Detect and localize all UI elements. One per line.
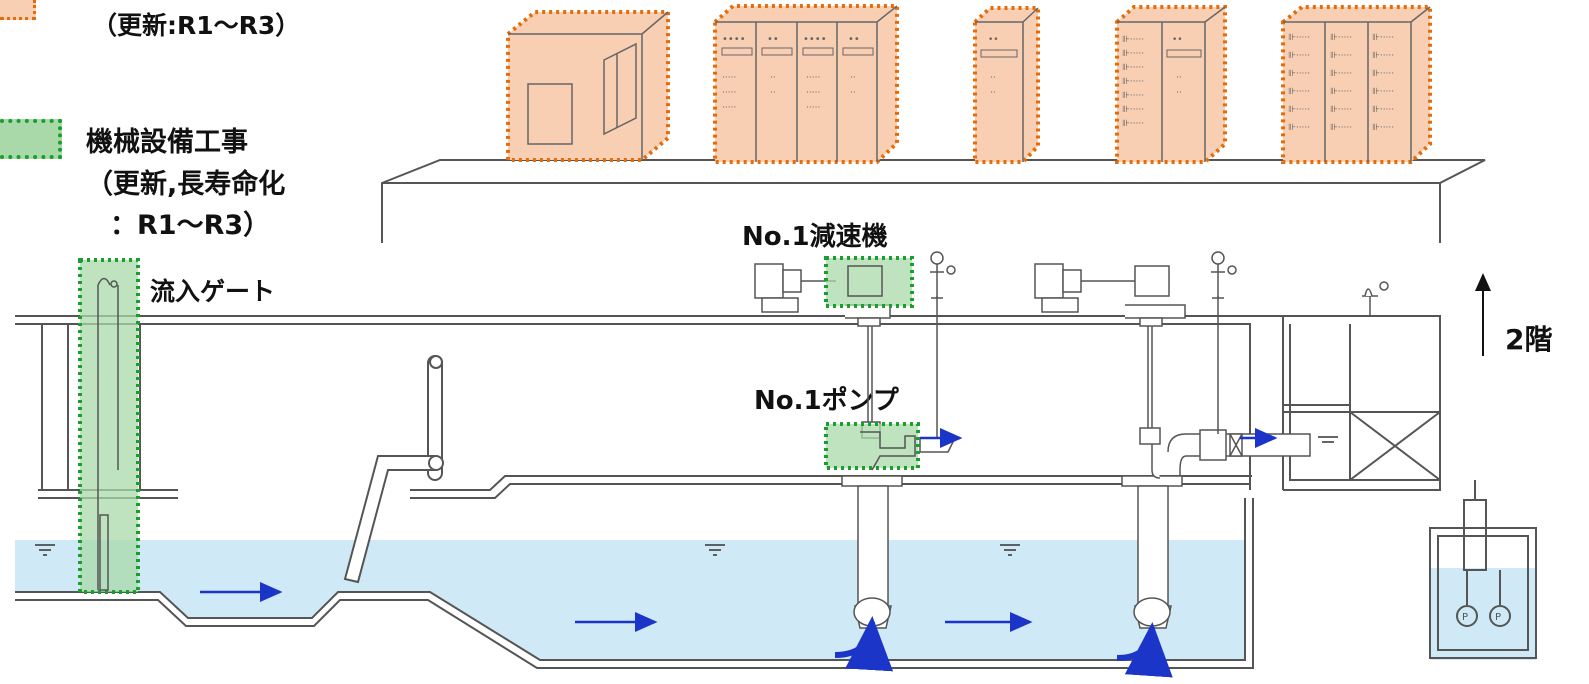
svg-text:••: •• (767, 34, 779, 45)
reducer-label: No.1減速機 (742, 222, 888, 252)
electrical-cabinet-5: ⊪····· ⊪····· ⊪····· ⊪····· ⊪····· ⊪····· ⊪·… (1281, 5, 1432, 164)
svg-text:⊪·····: ⊪····· (1122, 35, 1144, 45)
upper-floor-platform (381, 159, 1486, 243)
svg-text:·····: ····· (722, 73, 736, 83)
screen-gate (343, 355, 444, 584)
svg-text:P: P (1495, 612, 1501, 623)
legend-mechanical-line2: ：R1～R3） (110, 210, 271, 241)
svg-text:••••: •••• (722, 34, 746, 45)
svg-text:••: •• (848, 34, 860, 45)
svg-text:⊪·····: ⊪····· (1372, 33, 1394, 43)
svg-text:⊪·····: ⊪····· (1330, 87, 1352, 97)
svg-text:••: •• (1172, 35, 1183, 45)
svg-text:··: ·· (770, 73, 776, 83)
sump-tank: P P (1429, 480, 1537, 659)
svg-text:⊪·····: ⊪····· (1122, 91, 1144, 101)
water-level-markers (35, 436, 1338, 556)
svg-text:⊪·····: ⊪····· (1330, 51, 1352, 61)
svg-text:·····: ····· (806, 103, 820, 113)
svg-text:··: ·· (990, 73, 996, 83)
legend-mechanical-title: 機械設備工事 (86, 127, 248, 158)
svg-text:⊪·····: ⊪····· (1330, 123, 1352, 133)
electrical-cabinet-4: ⊪····· ⊪····· ⊪····· ⊪····· ⊪····· ⊪····… (1115, 5, 1227, 164)
svg-text:⊪·····: ⊪····· (1122, 105, 1144, 115)
svg-text:⊪·····: ⊪····· (1288, 123, 1310, 133)
legend-mechanical-line1: （更新,長寿命化 (86, 169, 286, 200)
svg-text:··: ·· (770, 88, 776, 98)
inlet-gate (97, 277, 119, 591)
svg-text:⊪·····: ⊪····· (1372, 123, 1394, 133)
svg-text:··: ·· (990, 88, 996, 98)
electrical-cabinet-2: •••• •• •••• •• ····· ····· ····· ·· ·· … (713, 4, 899, 164)
legend-swatch-electrical (0, 0, 36, 20)
floor-label: 2階 (1505, 323, 1553, 356)
svg-text:⊪·····: ⊪····· (1330, 69, 1352, 79)
svg-text:⊪·····: ⊪····· (1372, 69, 1394, 79)
svg-text:⊪·····: ⊪····· (1372, 51, 1394, 61)
legend-electrical-subtitle: （更新:R1～R3） (92, 11, 301, 40)
svg-text:⊪·····: ⊪····· (1122, 63, 1144, 73)
electrical-cabinet-3: •• ·· ·· (973, 6, 1040, 164)
legend-swatch-mechanical (0, 119, 62, 159)
svg-text:P: P (1462, 612, 1468, 623)
svg-text:⊪·····: ⊪····· (1122, 77, 1144, 87)
svg-text:·····: ····· (806, 88, 820, 98)
svg-text:··: ·· (850, 88, 856, 98)
pump-1-highlight (824, 422, 920, 470)
sump-water (1430, 568, 1536, 660)
svg-text:⊪·····: ⊪····· (1330, 105, 1352, 115)
svg-text:⊪·····: ⊪····· (1288, 105, 1310, 115)
svg-text:··: ·· (850, 73, 856, 83)
svg-text:⊪·····: ⊪····· (1288, 69, 1310, 79)
svg-text:⊪·····: ⊪····· (1122, 49, 1144, 59)
svg-text:·····: ····· (722, 103, 736, 113)
svg-text:⊪·····: ⊪····· (1288, 33, 1310, 43)
svg-text:••••: •••• (803, 34, 827, 45)
svg-text:⊪·····: ⊪····· (1288, 51, 1310, 61)
inlet-gate-highlight (78, 258, 140, 594)
svg-text:⊪·····: ⊪····· (1372, 105, 1394, 115)
pump-1-body (860, 431, 916, 471)
svg-text:⊪·····: ⊪····· (1372, 87, 1394, 97)
svg-text:··: ·· (1176, 88, 1182, 98)
water-channel (15, 540, 1245, 660)
svg-text:••: •• (988, 35, 999, 45)
svg-text:⊪·····: ⊪····· (1122, 119, 1144, 129)
svg-text:··: ·· (1176, 73, 1182, 83)
svg-text:·····: ····· (722, 88, 736, 98)
svg-text:⊪·····: ⊪····· (1288, 87, 1310, 97)
reducer-1-highlight (824, 256, 914, 308)
svg-text:⊪·····: ⊪····· (1330, 33, 1352, 43)
flow-arrows (200, 428, 1278, 678)
electrical-cabinet-1 (506, 10, 670, 162)
svg-text:·····: ····· (806, 73, 820, 83)
inlet-gate-label: 流入ゲート (150, 277, 276, 306)
pump-label: No.1ポンプ (754, 386, 899, 416)
reducer-1-body (847, 265, 883, 297)
